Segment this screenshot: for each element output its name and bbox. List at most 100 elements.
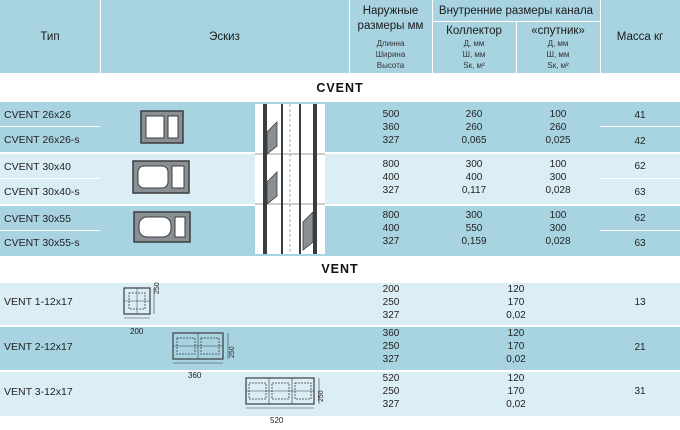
- row-divider: [600, 230, 680, 231]
- inner-w: 170: [507, 341, 525, 352]
- header-collector-sub3: Sк, м²: [463, 61, 485, 70]
- collector-w: 400: [465, 172, 483, 183]
- outer-width: 250: [382, 386, 400, 397]
- mass-value: 21: [634, 342, 646, 353]
- header-satellite-sub1: Д, мм: [547, 39, 569, 48]
- product-name: VENT 2-12x17: [4, 341, 73, 353]
- product-name: CVENT 30x40: [4, 161, 71, 173]
- inner-sk: 0,02: [506, 399, 526, 410]
- inner-d: 120: [507, 328, 525, 339]
- vent3-block-drawing: [245, 377, 320, 409]
- mass-value: 62: [634, 213, 646, 224]
- header-divider: [516, 22, 517, 73]
- product-name: VENT 3-12x17: [4, 386, 73, 398]
- section-title-vent: VENT: [0, 256, 680, 282]
- satellite-sk: 0,028: [545, 185, 571, 196]
- outer-width: 250: [382, 341, 400, 352]
- satellite-w: 260: [549, 122, 567, 133]
- outer-height: 327: [382, 185, 400, 196]
- satellite-d: 100: [549, 210, 567, 221]
- table-row: [0, 283, 680, 325]
- product-name: CVENT 30x55: [4, 213, 71, 225]
- header-satellite-sub2: Ш, мм: [546, 50, 570, 59]
- inner-w: 170: [507, 386, 525, 397]
- product-name: VENT 1-12x17: [4, 296, 73, 308]
- row-divider: [0, 178, 100, 179]
- dimension-label: 360: [188, 371, 202, 380]
- header-outer-line1: Наружные: [362, 5, 419, 17]
- header-collector-sub1: Д, мм: [463, 39, 485, 48]
- satellite-d: 100: [549, 109, 567, 120]
- row-divider: [0, 230, 100, 231]
- collector-sk: 0,117: [461, 185, 487, 196]
- header-satellite-sub3: Sк, м²: [547, 61, 569, 70]
- table-row: [0, 372, 680, 416]
- header-divider: [600, 0, 601, 73]
- mass-value: 13: [634, 297, 646, 308]
- mass-value: 31: [634, 386, 646, 397]
- collector-d: 300: [465, 210, 483, 221]
- chimney-section-drawing: [255, 104, 325, 254]
- inner-d: 120: [507, 284, 525, 295]
- inner-d: 120: [507, 373, 525, 384]
- outer-height: 327: [382, 236, 400, 247]
- header-divider: [100, 0, 101, 73]
- dimension-label: 250: [154, 282, 161, 294]
- outer-length: 200: [382, 284, 400, 295]
- header-outer-line2: размеры мм: [357, 20, 424, 32]
- inner-sk: 0,02: [506, 354, 526, 365]
- outer-length: 800: [382, 210, 400, 221]
- inner-w: 170: [507, 297, 525, 308]
- header-inner: Внутренние размеры канала: [438, 5, 594, 17]
- block-top-view-30x55: [133, 211, 191, 243]
- mass-value: 63: [634, 187, 646, 198]
- dimension-label: 200: [130, 327, 144, 336]
- table-row: [0, 327, 680, 370]
- collector-sk: 0,065: [461, 135, 487, 146]
- outer-width: 400: [382, 223, 400, 234]
- collector-d: 260: [465, 109, 483, 120]
- header-satellite: «спутник»: [531, 25, 585, 37]
- outer-height: 327: [382, 354, 400, 365]
- collector-w: 550: [465, 223, 483, 234]
- satellite-w: 300: [549, 223, 567, 234]
- satellite-d: 100: [549, 159, 567, 170]
- row-divider: [600, 126, 680, 127]
- mass-value: 63: [634, 238, 646, 249]
- dimension-label: 250: [318, 390, 325, 402]
- table-row: [0, 154, 680, 204]
- header-collector: Коллектор: [446, 25, 502, 37]
- dimension-label: 520: [270, 416, 284, 425]
- product-name: CVENT 26x26-s: [4, 134, 80, 146]
- header-outer-sub1: Длинна: [376, 39, 405, 48]
- mass-value: 41: [634, 110, 646, 121]
- header-divider: [432, 0, 433, 73]
- row-divider: [600, 178, 680, 179]
- header-outer-sub2: Ширина: [375, 50, 406, 59]
- product-name: CVENT 30x40-s: [4, 186, 80, 198]
- block-top-view-26x26: [140, 110, 184, 144]
- vent2-block-drawing: [172, 332, 229, 364]
- header-collector-sub2: Ш, мм: [462, 50, 486, 59]
- outer-length: 800: [382, 159, 400, 170]
- product-name: CVENT 30x55-s: [4, 237, 80, 249]
- header-type: Тип: [40, 31, 60, 43]
- product-name: CVENT 26x26: [4, 109, 71, 121]
- header-mass: Масса кг: [616, 31, 664, 43]
- vent1-block-drawing: [123, 287, 155, 319]
- mass-value: 62: [634, 161, 646, 172]
- outer-height: 327: [382, 135, 400, 146]
- collector-w: 260: [465, 122, 483, 133]
- outer-length: 360: [382, 328, 400, 339]
- satellite-sk: 0,028: [545, 236, 571, 247]
- dimension-label: 250: [229, 346, 236, 358]
- collector-sk: 0,159: [461, 236, 487, 247]
- block-top-view-30x40: [132, 160, 190, 194]
- outer-width: 400: [382, 172, 400, 183]
- outer-width: 360: [382, 122, 400, 133]
- outer-length: 520: [382, 373, 400, 384]
- inner-sk: 0,02: [506, 310, 526, 321]
- table-row: [0, 102, 680, 152]
- satellite-sk: 0,025: [545, 135, 571, 146]
- outer-height: 327: [382, 399, 400, 410]
